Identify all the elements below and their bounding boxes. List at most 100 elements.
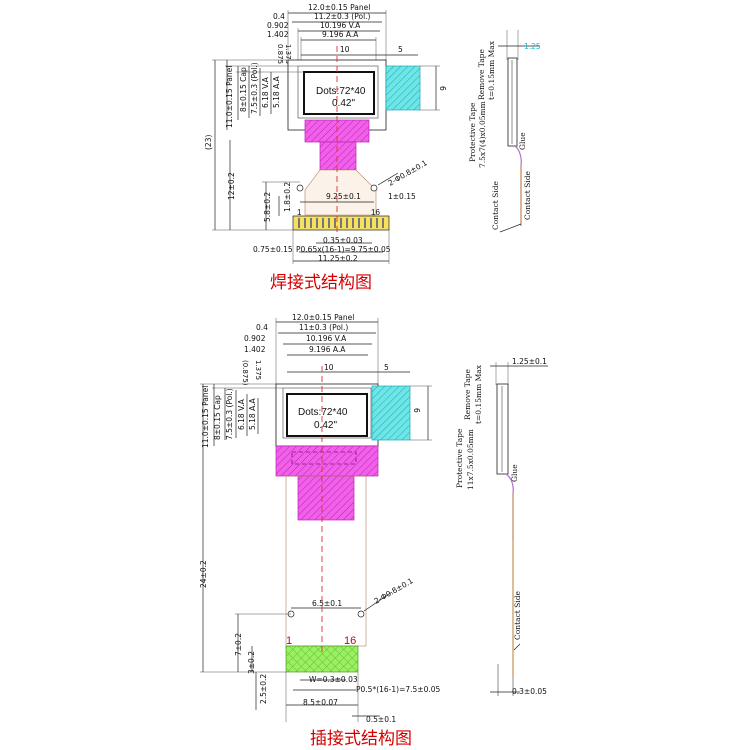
bottom-display-size: 0.42"	[314, 420, 337, 431]
top-fpc-width: 11.25±0.2	[318, 254, 358, 263]
bottom-remove-tape-spec: t=0.15mm Max	[474, 364, 483, 424]
bottom-pin-pitch: P0.5*(16-1)=7.5±0.05	[356, 685, 440, 694]
bottom-h-3: 3±0.2	[247, 651, 256, 674]
welded-side-view: 1.25 Remove Tape t=0.15mm Max Protective…	[468, 30, 541, 233]
top-contact-side-a: Contact Side	[491, 180, 500, 230]
bottom-aa-height: 5.18 A.A	[248, 398, 257, 430]
top-flex-neck	[319, 141, 357, 171]
bottom-length-24: 24±0.2	[199, 560, 208, 588]
bottom-pol-width: 11±0.3 (Pol.)	[299, 323, 348, 332]
top-flex-body	[304, 169, 377, 216]
top-offset-04: 0.4	[273, 12, 285, 21]
top-offset-1375: 1.375	[284, 44, 292, 64]
top-length-12: 12±0.2	[227, 172, 236, 200]
bottom-protective-spec: 11x7.5x0.05mm	[466, 429, 475, 490]
bottom-pol-frame	[282, 387, 372, 439]
bottom-side-125: 1.25±0.1	[512, 357, 547, 366]
top-pin-pitch: P0.65x(16-1)=9.75±0.05	[296, 245, 391, 254]
top-side-panel	[507, 57, 518, 147]
top-offset-1402: 1.402	[267, 30, 289, 39]
bottom-protective-tape: Protective Tape	[455, 428, 464, 488]
top-pin-1: 1	[297, 208, 302, 217]
top-offset-0902: 0.902	[267, 21, 289, 30]
top-cap-height: 8±0.15 Cap	[239, 67, 248, 112]
top-panel-height: 11.0±0.15 Panel	[225, 66, 234, 128]
bottom-cap-height: 8±0.15 Cap	[213, 395, 222, 440]
top-mount-hole-left	[296, 184, 304, 192]
top-protective-tape: Protective Tape	[468, 102, 477, 162]
top-pin-16: 16	[371, 208, 380, 217]
bottom-fpc-width: 8.5±0.07	[303, 698, 338, 707]
top-display-size: 0.42"	[332, 98, 355, 109]
top-remove-tape-spec: t=0.15mm Max	[487, 40, 496, 100]
top-dim-5: 5	[398, 45, 403, 54]
bottom-side-03: 0.3±0.05	[512, 687, 547, 696]
bottom-mount-hole-right	[357, 610, 365, 618]
bottom-offset-0875: (0.875)	[241, 360, 249, 386]
welded-front-view: 12.0±0.15 Panel 11.2±0.3 (Pol.) 10.196 V…	[204, 3, 447, 264]
top-contact-side-b: Contact Side	[523, 170, 532, 220]
bottom-va-height: 6.18 V.A	[237, 398, 246, 430]
top-offset-0875: 0.875	[276, 44, 284, 64]
bottom-edge-05: 0.5±0.1	[366, 715, 396, 724]
bottom-h-25: 2.5±0.2	[259, 674, 268, 704]
bottom-aa-width: 9.196 A.A	[309, 345, 346, 354]
bottom-ic-area	[275, 445, 379, 477]
bottom-offset-1402: 1.402	[244, 345, 266, 354]
bottom-active-area	[286, 393, 368, 437]
top-panel-width: 12.0±0.15 Panel	[308, 3, 370, 12]
bottom-pin-1: 1	[286, 635, 292, 647]
top-h-58: 5.8±0.2	[263, 192, 272, 222]
top-pol-height: 7.5±0.3 (Pol.)	[250, 62, 259, 114]
bottom-flex-neck	[297, 475, 355, 521]
top-remove-tape: Remove Tape	[477, 49, 486, 100]
top-edge-1: 1±0.15	[388, 192, 416, 201]
top-caption: 焊接式结构图	[270, 273, 372, 293]
top-display-dots: Dots:72*40	[316, 86, 366, 97]
top-mount-hole-right	[370, 184, 378, 192]
top-hole-dim: 2-Φ0.8±0.1	[387, 158, 429, 188]
bottom-glue: Glue	[510, 464, 519, 482]
bottom-caption: 插接式结构图	[310, 729, 412, 749]
bottom-offset-1375: 1.375	[254, 360, 262, 380]
bottom-hole-dim: 2-Φ0.8±0.1	[373, 576, 415, 606]
top-pol-frame	[297, 65, 379, 119]
plugin-side-view: 1.25±0.1 0.3±0.05 Remove Tape t=0.15mm M…	[455, 357, 548, 696]
top-hole-pitch: 9.25±0.1	[326, 192, 361, 201]
bottom-display-dots: Dots:72*40	[298, 407, 348, 418]
top-h-18: 1.8±0.2	[283, 182, 292, 212]
bottom-offset-04: 0.4	[256, 323, 268, 332]
top-pin-width: 0.35±0.03	[323, 236, 363, 245]
bottom-h-7: 7±0.2	[234, 633, 243, 656]
top-dim-6: 6	[438, 86, 447, 91]
top-edge-075: 0.75±0.15	[253, 245, 293, 254]
bottom-dim-6: 6	[412, 408, 421, 413]
bottom-offset-0902: 0.902	[244, 334, 266, 343]
plugin-front-view: 12.0±0.15 Panel 11±0.3 (Pol.) 10.196 V.A…	[199, 313, 440, 724]
top-glue: Glue	[518, 132, 527, 150]
top-active-area	[303, 71, 375, 115]
bottom-panel-height: 11.0±0.15 Panel	[201, 386, 210, 448]
top-va-width: 10.196 V.A	[320, 21, 361, 30]
top-side-125: 1.25	[524, 42, 541, 51]
top-protective-spec: 7.5x7(4)x0.05mm	[478, 101, 487, 168]
bottom-side-panel	[496, 383, 509, 475]
top-cyan-tape	[385, 65, 421, 111]
bottom-remove-tape: Remove Tape	[463, 369, 472, 420]
bottom-cyan-tape	[371, 385, 411, 441]
bottom-pin-16: 16	[344, 635, 356, 647]
bottom-dim-5: 5	[384, 363, 389, 372]
bottom-pol-height: 7.5±0.3 (Pol.)	[225, 388, 234, 440]
bottom-dim-10: 10	[324, 363, 334, 372]
bottom-va-width: 10.196 V.A	[306, 334, 347, 343]
top-dim-10: 10	[340, 45, 350, 54]
top-aa-height: 5.18 A.A	[272, 76, 281, 108]
top-aa-width: 9.196 A.A	[322, 30, 359, 39]
bottom-hole-pitch: 6.5±0.1	[312, 599, 342, 608]
bottom-pin-w: W=0.3±0.03	[309, 675, 358, 684]
top-pol-width: 11.2±0.3 (Pol.)	[314, 12, 371, 21]
bottom-contact-side: Contact Side	[513, 590, 522, 640]
bottom-panel-width: 12.0±0.15 Panel	[292, 313, 354, 322]
top-total-23: (23)	[204, 135, 213, 150]
